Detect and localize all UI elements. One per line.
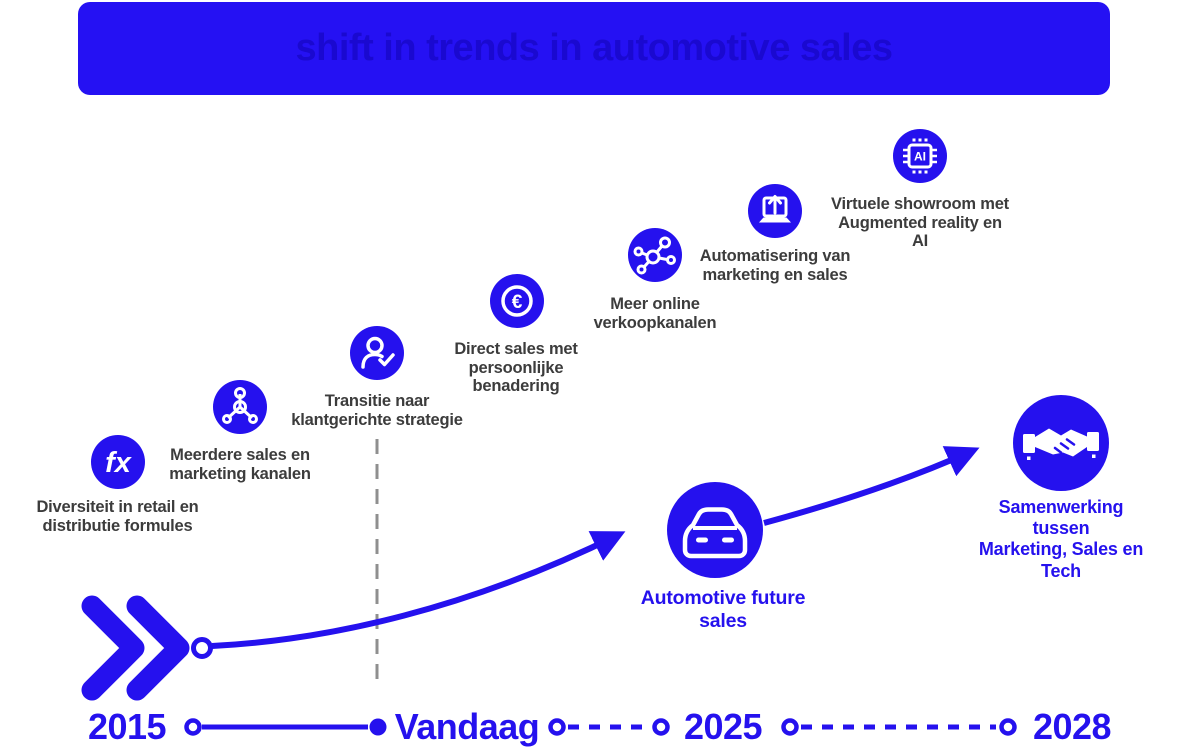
molecule-icon-circle [628, 228, 682, 282]
title-banner: shift in trends in automotive sales [78, 2, 1110, 95]
milestone-label-direct-sales: Direct sales met persoonlijke benadering [454, 340, 578, 396]
ai-chip-icon: AI [903, 138, 937, 174]
highlight-label-samenwerking: Samenwerking tussen Marketing, Sales en … [978, 497, 1144, 581]
network-nodes-icon [222, 387, 258, 424]
milestone-label-diversiteit: Diversiteit in retail en distributie for… [36, 498, 199, 535]
handshake-icon [1023, 428, 1099, 460]
curve-start-node [191, 637, 213, 659]
car-icon-circle [667, 482, 763, 578]
timeline-node-open [548, 718, 566, 736]
fx-icon-circle: fx [91, 435, 145, 489]
svg-text:fx: fx [105, 447, 133, 479]
growth-curve-to-car [211, 531, 626, 649]
timeline-node-open [999, 718, 1017, 736]
user-check-icon [361, 336, 395, 369]
euro-icon-circle: € [490, 274, 544, 328]
timeline-node-open [781, 718, 799, 736]
timeline-year-2025: 2025 [683, 706, 763, 747]
today-marker-dot [369, 718, 387, 736]
timeline-year-2015: 2015 [87, 706, 167, 747]
timeline-year-vandaag: Vandaag [394, 706, 540, 747]
timeline-node-open [652, 718, 670, 736]
timeline-track [184, 718, 1017, 736]
highlight-label-automotive: Automotive future sales [640, 587, 806, 632]
network-icon-circle [213, 380, 267, 434]
car-icon [682, 507, 748, 559]
milestone-label-automatisering: Automatisering van marketing en sales [699, 247, 851, 284]
laptop-icon-circle [748, 184, 802, 238]
molecule-icon [633, 236, 676, 275]
growth-curve-to-handshake [763, 446, 980, 526]
timeline-year-2028: 2028 [1032, 706, 1112, 747]
timeline-node-open [184, 718, 202, 736]
milestone-label-online: Meer online verkoopkanalen [593, 295, 717, 332]
milestone-label-kanalen: Meerdere sales en marketing kanalen [169, 446, 311, 483]
svg-text:AI: AI [914, 150, 926, 164]
page-title: shift in trends in automotive sales [295, 27, 893, 69]
ai-chip-icon-circle: AI [893, 129, 947, 183]
euro-icon: € [501, 285, 533, 317]
laptop-launch-icon [759, 195, 791, 223]
handshake-icon-circle [1013, 395, 1109, 491]
double-chevron-icon [81, 595, 190, 701]
milestone-label-virtuele-showroom: Virtuele showroom met Augmented reality … [831, 195, 1009, 251]
user-check-icon-circle [350, 326, 404, 380]
milestone-label-transitie: Transitie naar klantgerichte strategie [291, 392, 463, 429]
fx-icon: fx [105, 447, 133, 479]
svg-text:€: € [512, 292, 523, 313]
